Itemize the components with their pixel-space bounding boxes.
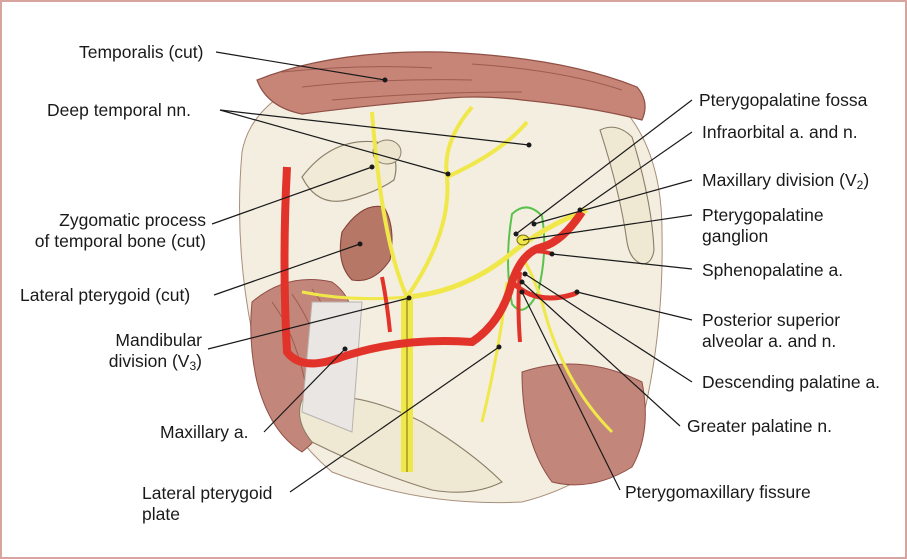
label-mandibular-division: Mandibular division (V3) (62, 330, 202, 377)
label-temporalis: Temporalis (cut) (79, 42, 204, 62)
label-mandibular-line1: Mandibular (115, 330, 202, 350)
label-infraorbital: Infraorbital a. and n. (702, 122, 858, 142)
medial-pterygoid (521, 363, 646, 486)
label-pterygomaxillary-fissure: Pterygomaxillary fissure (625, 482, 811, 502)
nerves (301, 105, 614, 472)
label-mandibular-line2: division (V3) (108, 351, 202, 373)
lateral-pterygoid-cut (339, 205, 393, 282)
label-greater-palatine: Greater palatine n. (687, 416, 832, 436)
label-lateral-pterygoid-plate: Lateral pterygoid plate (142, 483, 272, 525)
label-pterygopalatine-ganglion: Pterygopalatine ganglion (702, 205, 824, 247)
label-maxillary-artery: Maxillary a. (160, 422, 249, 442)
label-psa-line1: Posterior superior (702, 310, 841, 330)
label-zygomatic-process: Zygomatic process of temporal bone (cut) (20, 210, 206, 252)
label-descending-palatine: Descending palatine a. (702, 372, 881, 392)
label-pterygopalatine-fossa: Pterygopalatine fossa (699, 90, 868, 110)
leader-lines (207, 51, 693, 493)
label-ppg-line1: Pterygopalatine (702, 205, 824, 225)
zygomatic-strip (599, 126, 655, 265)
label-deep-temporal-nerves: Deep temporal nn. (47, 100, 191, 120)
label-sphenopalatine-artery: Sphenopalatine a. (702, 260, 844, 280)
label-lpp-line2: plate (142, 504, 180, 524)
label-ppg-line2: ganglion (702, 226, 769, 246)
label-maxillary-division: Maxillary division (V2) (702, 170, 870, 192)
temporalis-muscle (256, 51, 646, 121)
label-posterior-superior-alveolar: Posterior superior alveolar a. and n. (702, 310, 840, 352)
label-zygomatic-line1: Zygomatic process (59, 210, 206, 230)
label-lpp-line1: Lateral pterygoid (142, 483, 273, 503)
label-lateral-pterygoid: Lateral pterygoid (cut) (20, 285, 191, 305)
label-psa-line2: alveolar a. and n. (702, 331, 837, 351)
label-zygomatic-line2: of temporal bone (cut) (34, 231, 206, 251)
